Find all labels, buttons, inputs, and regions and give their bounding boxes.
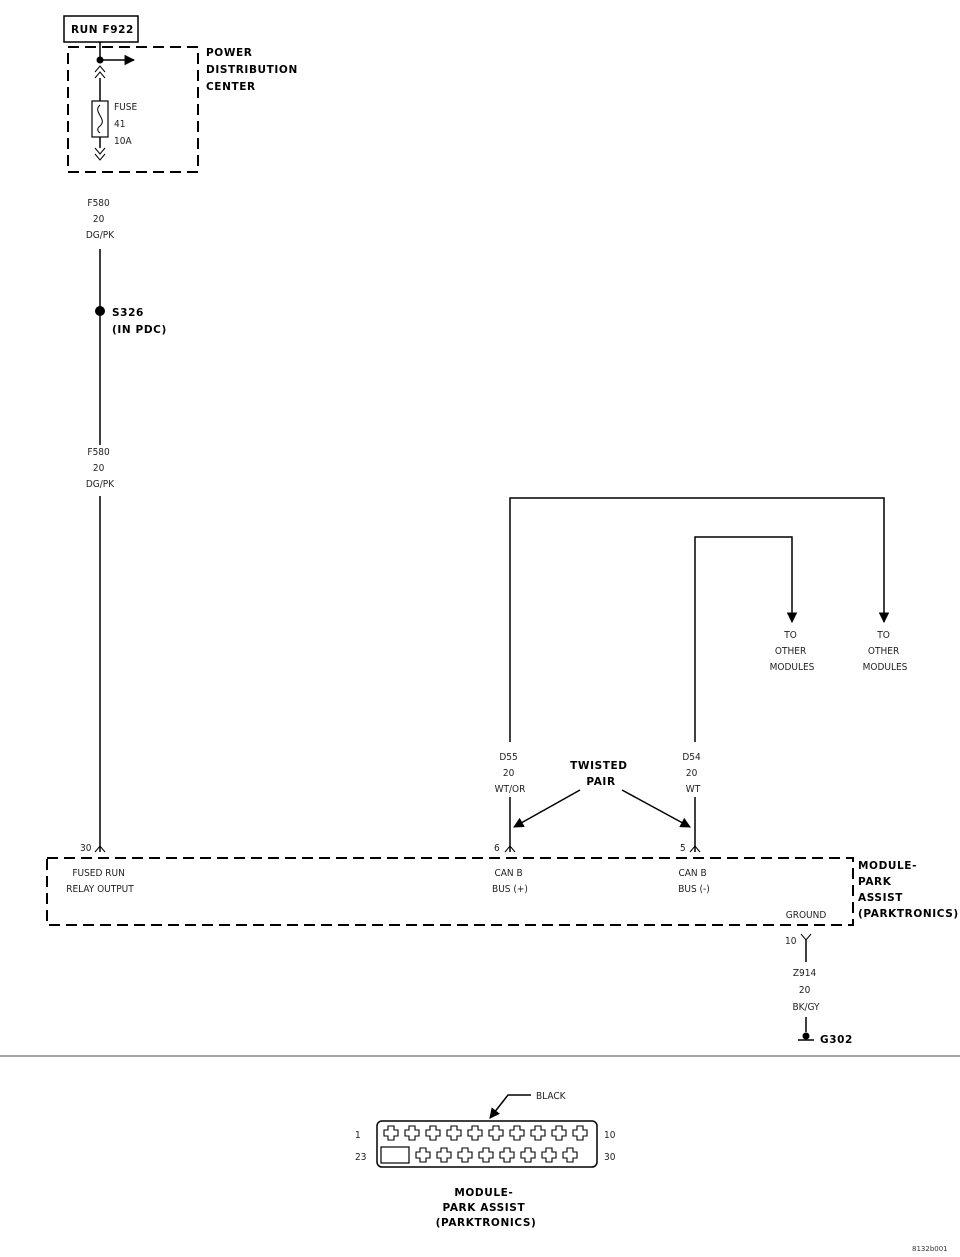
splice-s326 (95, 306, 105, 316)
pdc-box (67, 46, 199, 173)
connector-color-label: BLACK (536, 1091, 567, 1102)
park-assist-module-box (46, 857, 854, 926)
connector-pins-bottom (415, 1147, 578, 1163)
connector-cavity (541, 1147, 557, 1163)
connector-cavity (499, 1147, 515, 1163)
wire-d54 (694, 536, 798, 742)
pin-5: 5 (680, 843, 686, 854)
pin-6: 6 (494, 843, 500, 854)
twisted-pair-arrow-right (621, 789, 691, 828)
ground-label: G302 (820, 1034, 853, 1046)
connector-cavity (509, 1125, 525, 1141)
module-title: MODULE- PARK ASSIST (PARKTRONICS) (858, 860, 959, 920)
wire-d55-label: D55 20 WT/OR (495, 752, 526, 795)
connector-pin-23: 23 (355, 1152, 366, 1163)
pin-5-connector (689, 845, 701, 853)
wire-f580-bottom-label: F580 20 DG/PK (86, 447, 115, 490)
connector-pin-1: 1 (355, 1130, 361, 1141)
connector-pin-10: 10 (604, 1130, 616, 1141)
connector-cavity (530, 1125, 546, 1141)
connector-cavity (383, 1125, 399, 1141)
wire-d55 (509, 497, 890, 742)
fuse-label: FUSE 41 10A (114, 102, 140, 147)
connector-cavity (425, 1125, 441, 1141)
ground-symbol (802, 1032, 810, 1040)
connector-cavity (488, 1125, 504, 1141)
other-modules-1: TO OTHER MODULES (770, 630, 815, 673)
pin-30-connector (94, 845, 106, 853)
connector-pins-top (383, 1125, 588, 1141)
connector-cavity (551, 1125, 567, 1141)
connector-cavity (572, 1125, 588, 1141)
fuse-element (97, 104, 103, 134)
connector-cavity (520, 1147, 536, 1163)
pdc-title: POWER DISTRIBUTION CENTER (206, 47, 302, 93)
wire-z914-label: Z914 20 BK/GY (792, 968, 820, 1013)
connector-cavity (467, 1125, 483, 1141)
pin-30: 30 (80, 843, 92, 854)
connector-cavity (446, 1125, 462, 1141)
wire-f580-top-label: F580 20 DG/PK (86, 198, 115, 241)
wire-d54-label: D54 20 WT (682, 752, 703, 795)
pin-can-pos-label: CAN B BUS (+) (492, 868, 528, 895)
connector-cavity (562, 1147, 578, 1163)
run-label-box (63, 15, 139, 43)
connector-cavity (457, 1147, 473, 1163)
twisted-pair-arrow-left (513, 789, 581, 828)
pin-10-connector (800, 933, 812, 941)
pin-can-neg-label: CAN B BUS (-) (678, 868, 710, 895)
connector-title: MODULE- PARK ASSIST (PARKTRONICS) (436, 1187, 537, 1229)
figure-id: 8132b001 (912, 1245, 948, 1253)
other-modules-2: TO OTHER MODULES (863, 630, 908, 673)
pin-ground-label: GROUND (786, 910, 827, 921)
connector-blank-cavity (380, 1146, 410, 1164)
fuse-symbol (91, 100, 109, 138)
connector-cavity (404, 1125, 420, 1141)
pin-fused-run-label: FUSED RUN RELAY OUTPUT (66, 868, 134, 895)
run-label: RUN F922 (71, 24, 134, 36)
pin-10: 10 (785, 936, 797, 947)
twisted-pair-label: TWISTED PAIR (570, 760, 632, 788)
connector-pin-30: 30 (604, 1152, 616, 1163)
pin-6-connector (504, 845, 516, 853)
connector-cavity (478, 1147, 494, 1163)
connector-cavity (436, 1147, 452, 1163)
connector-cavity (415, 1147, 431, 1163)
splice-label: S326 (IN PDC) (112, 307, 167, 336)
connector-color-leader (489, 1094, 531, 1119)
